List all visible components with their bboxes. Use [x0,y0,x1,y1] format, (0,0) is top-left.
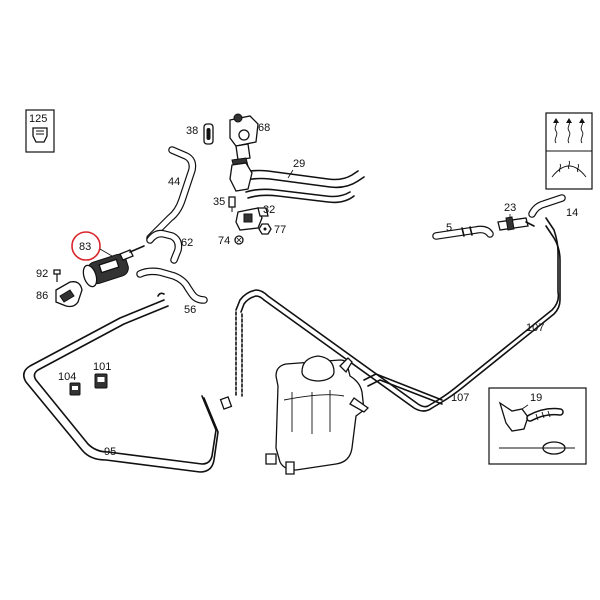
part-38: 38 [186,123,214,145]
label-29: 29 [293,158,305,170]
hose-29: 29 [229,158,365,204]
label-5: 5 [446,222,452,234]
label-92: 92 [36,268,48,280]
part-32-bracket: 32 [235,204,275,231]
symbol-box [545,112,593,190]
part-77: 77 [258,223,286,236]
connector-19 [498,401,529,432]
label-77: 77 [274,224,286,236]
label-68: 68 [258,122,270,134]
label-56: 56 [184,304,196,316]
part-86: 86 [36,281,83,308]
part-101-clip: 101 [93,361,111,389]
label-95: 95 [104,446,116,458]
part-74: 74 [218,235,244,247]
label-19: 19 [530,392,542,404]
hose-44: 44 [146,146,197,242]
hose-62: 62 [146,229,193,264]
label-44: 44 [168,176,180,188]
part-125-box: 125 [25,109,55,153]
expansion-tank [265,355,370,475]
part-23-connector: 23 [497,202,535,231]
label-83: 83 [79,241,91,253]
heater-symbol-icon [553,118,585,144]
label-104: 104 [58,371,76,383]
part-83-pump: 83 [71,231,145,288]
part-104-clip: 104 [58,371,81,396]
label-35: 35 [213,196,225,208]
clip-125-icon [32,127,48,143]
hose-95: 95 [22,299,233,473]
windscreen-defrost-icon [551,160,587,178]
label-14: 14 [566,207,578,219]
label-101: 101 [93,361,111,373]
part-68-valve: 68 [229,113,270,169]
label-107-upper: 107 [526,322,544,334]
label-86: 86 [36,290,48,302]
label-23: 23 [504,202,516,214]
part-92: 92 [36,268,61,282]
label-62: 62 [181,237,193,249]
label-74: 74 [218,235,230,247]
hose-5: 5 [432,222,494,240]
hose-107: 107 107 [235,217,561,412]
hose-56: 56 [136,267,208,316]
part-19-box: 19 [488,387,587,465]
hose-14: 14 [528,194,578,219]
highlight-circle-83 [71,231,101,261]
label-32: 32 [263,204,275,216]
label-125: 125 [29,113,47,125]
label-107-lower: 107 [451,392,469,404]
part-35: 35 [213,196,236,212]
label-38: 38 [186,125,198,137]
